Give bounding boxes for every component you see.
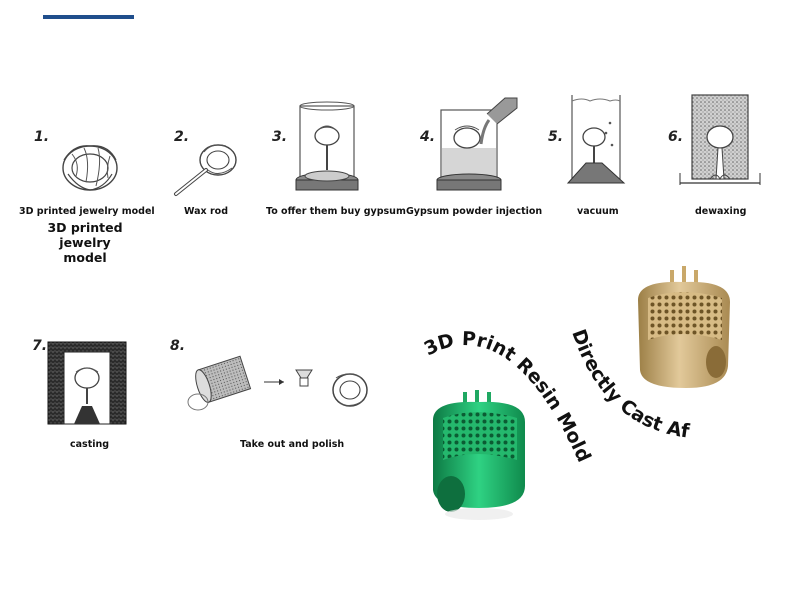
step-8-number: 8. (170, 338, 186, 354)
ring-model-icon (62, 145, 118, 191)
step-2-caption: Wax rod (184, 206, 228, 217)
highlight-label: 3D printed jewelry model (40, 220, 130, 265)
step-1-number: 1. (34, 129, 50, 145)
vacuum-icon (566, 95, 626, 184)
step-4-number: 4. (420, 129, 436, 145)
step-3-caption: To offer them buy gypsum (266, 206, 406, 217)
gold-ring-image (638, 266, 730, 388)
powder-injection-icon (436, 97, 518, 191)
step-2-number: 2. (174, 129, 190, 145)
step-5-caption: vacuum (577, 206, 619, 217)
step-6-number: 6. (668, 129, 684, 145)
step-7-caption: casting (70, 439, 110, 450)
resin-ring-image (433, 390, 525, 520)
step-4-caption: Gypsum powder injection (406, 206, 543, 217)
step-5-number: 5. (548, 129, 564, 145)
step-6-caption: dewaxing (695, 206, 747, 217)
polish-icon (187, 355, 368, 411)
highlight-label-line2: jewelry model (59, 235, 111, 265)
wax-rod-icon (174, 144, 237, 196)
step-8-caption: Take out and polish (240, 439, 345, 450)
casting-icon (47, 341, 127, 425)
flask-icon (295, 101, 359, 191)
dewaxing-icon (679, 94, 761, 185)
step-1-caption: 3D printed jewelry model (19, 206, 155, 217)
highlight-label-line1: 3D printed (47, 220, 123, 235)
step-3-number: 3. (272, 129, 288, 145)
header-accent-bar (43, 15, 134, 19)
step-7-number: 7. (32, 338, 48, 354)
